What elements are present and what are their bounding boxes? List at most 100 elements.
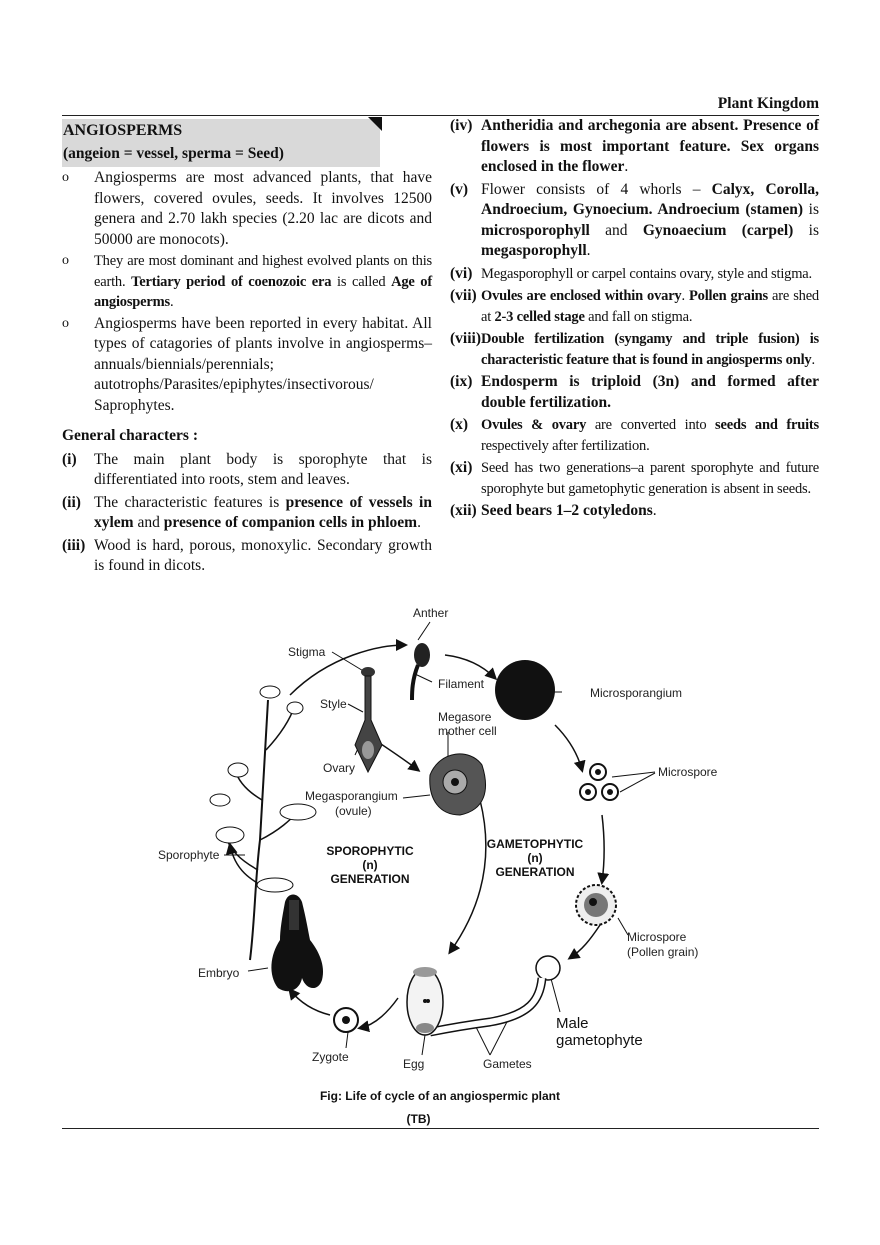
item-number: (vii) [450, 287, 477, 304]
microspore-icon [579, 763, 619, 801]
label-megasore-line2: mother cell [438, 724, 497, 738]
list-item: (x) Ovules & ovary are converted into se… [450, 415, 819, 456]
item-number: (vi) [450, 264, 473, 282]
cycle-arrow [567, 924, 601, 960]
list-item: (xii) Seed bears 1–2 cotyledons. [450, 501, 819, 522]
anther-icon [410, 643, 430, 701]
list-item: (iv) Antheridia and archegonia are absen… [450, 116, 819, 178]
item-number: (xi) [450, 459, 473, 476]
pollen-tube-icon [429, 955, 561, 1037]
label-pollen-line1: Microspore [627, 930, 687, 944]
label-anther: Anther [413, 606, 448, 620]
label-stigma: Stigma [288, 645, 326, 659]
item-text: The main plant body is sporophyte that i… [94, 450, 432, 489]
page-header-title: Plant Kingdom [717, 95, 819, 112]
corner-notch [368, 117, 382, 131]
embryo-icon [271, 894, 324, 992]
list-item: (ix) Endosperm is triploid (3n) and form… [450, 372, 819, 413]
label-egg: Egg [403, 1057, 424, 1071]
pointer-line [331, 651, 366, 673]
label-megasporangium-line1: Megasporangium [305, 789, 398, 803]
list-item: (vi) Megasporophyll or carpel contains o… [450, 264, 819, 285]
item-text: Seed has two generations–a parent sporop… [481, 460, 819, 497]
pointer-line [247, 967, 269, 972]
item-text: The characteristic features is presence … [94, 493, 432, 532]
bullet-item: o Angiosperms are most advanced plants, … [62, 168, 432, 250]
general-characters-heading: General characters : [62, 427, 198, 444]
item-number: (iv) [450, 117, 473, 134]
list-item: (xi) Seed has two generations–a parent s… [450, 458, 819, 499]
section-title: ANGIOSPERMS [63, 122, 183, 139]
label-pollen-line2: (Pollen grain) [627, 945, 698, 959]
label-zygote: Zygote [312, 1050, 349, 1064]
section-subtitle: (angeion = vessel, sperma = Seed) [63, 145, 284, 162]
footer-rule [62, 1128, 819, 1129]
label-style: Style [320, 697, 347, 711]
pointer-line [421, 1034, 426, 1056]
label-sporophytic-generation-3: GENERATION [330, 872, 409, 886]
cycle-arrow [444, 654, 498, 681]
bullet-marker: o [62, 253, 69, 268]
list-item: (ii) The characteristic features is pres… [62, 493, 432, 534]
megasporangium-icon [429, 753, 486, 816]
label-megasore-line1: Megasore [438, 710, 492, 724]
bullet-marker: o [62, 315, 69, 331]
bullet-marker: o [62, 170, 69, 185]
pointer-line [611, 771, 656, 778]
pointer-line [414, 673, 433, 683]
label-gametophytic-generation-3: GENERATION [495, 865, 574, 879]
figure-source: (TB) [406, 1112, 431, 1126]
section-heading-box: ANGIOSPERMS (angeion = vessel, sperma = … [62, 117, 382, 167]
label-male-gametophyte-2: gametophyte [556, 1032, 643, 1049]
label-sporophytic-generation-1: SPOROPHYTIC [326, 844, 414, 858]
item-number: (i) [62, 450, 77, 468]
label-gametophytic-generation-1: GAMETOPHYTIC [487, 837, 584, 851]
figure-caption: Fig: Life of cycle of an angiospermic pl… [319, 1089, 561, 1103]
list-item: (vii) Ovules are enclosed within ovary. … [450, 286, 819, 327]
cycle-arrow [448, 799, 487, 955]
zygote-icon [333, 1007, 359, 1033]
bullet-text: Angiosperms are most advanced plants, th… [94, 169, 432, 248]
cycle-arrow [357, 997, 399, 1033]
label-microsporangium: Microsporangium [590, 686, 682, 700]
label-sporophyte: Sporophyte [158, 848, 220, 862]
cycle-arrow [554, 724, 586, 773]
pointer-line [347, 703, 364, 713]
pointer-line [619, 772, 656, 793]
pointer-line [417, 621, 431, 641]
right-column: (iv) Antheridia and archegonia are absen… [450, 116, 819, 524]
item-text: Double fertilization (syngamy and triple… [481, 331, 819, 368]
bullet-item: o They are most dominant and highest evo… [62, 251, 432, 313]
label-embryo: Embryo [198, 966, 240, 980]
label-megasporangium-line2: (ovule) [335, 804, 372, 818]
pointer-line [549, 974, 561, 1013]
item-text: Megasporophyll or carpel contains ovary,… [481, 265, 812, 282]
label-gametophytic-generation-2: (n) [527, 851, 542, 865]
pointer-line [474, 1024, 491, 1056]
header-rule [62, 115, 819, 116]
item-text: Flower consists of 4 whorls – Calyx, Cor… [481, 180, 820, 260]
label-male-gametophyte-1: Male [556, 1015, 589, 1032]
item-number: (ix) [450, 373, 473, 390]
cycle-arrow [288, 987, 331, 1016]
pointer-line [617, 917, 629, 936]
microsporangium-icon [495, 660, 555, 720]
pointer-line [345, 1031, 349, 1049]
item-number: (xii) [450, 502, 477, 519]
pointer-line [402, 794, 431, 799]
label-microspore: Microspore [658, 765, 718, 779]
cycle-arrow [597, 814, 610, 885]
life-cycle-diagram: Anther Stigma Filament Style Microsporan… [158, 606, 718, 1071]
label-gametes: Gametes [483, 1057, 532, 1071]
bullet-item: o Angiosperms have been reported in ever… [62, 314, 432, 417]
embryo-sac-icon [406, 967, 444, 1036]
list-item: (i) The main plant body is sporophyte th… [62, 450, 432, 491]
life-cycle-figure: Anther Stigma Filament Style Microsporan… [150, 600, 730, 1080]
list-item: (iii) Wood is hard, porous, monoxylic. S… [62, 536, 432, 577]
item-text: Ovules are enclosed within ovary. Pollen… [481, 288, 819, 325]
list-item: (viii) Double fertilization (syngamy and… [450, 329, 819, 370]
sporophyte-plant-icon [209, 685, 317, 961]
item-text: Antheridia and archegonia are absent. Pr… [481, 117, 819, 175]
item-number: (iii) [62, 536, 86, 554]
bullet-text: They are most dominant and highest evolv… [94, 253, 432, 310]
